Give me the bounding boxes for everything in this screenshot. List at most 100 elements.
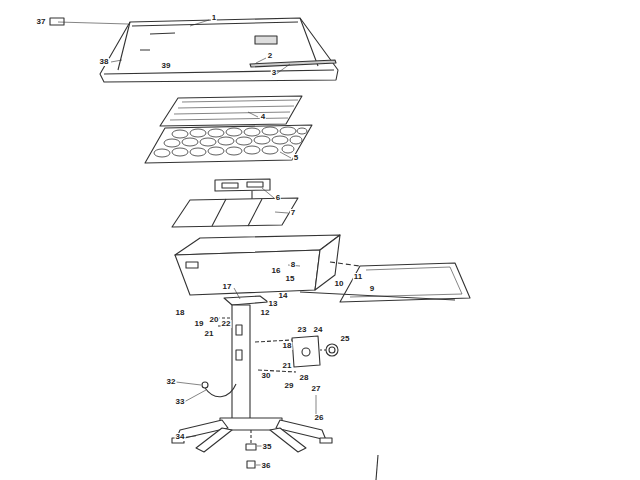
post-window [236, 325, 242, 335]
callout-number: 32 [166, 378, 177, 386]
drawing-part [208, 147, 224, 155]
callout-number: 34 [175, 433, 186, 441]
drawing-part [272, 136, 288, 144]
callout-number: 1 [211, 14, 217, 22]
base-leg [270, 428, 306, 452]
drawing-part [244, 146, 260, 154]
callout-number: 21 [282, 362, 293, 370]
leader-line [58, 20, 316, 465]
callout-number: 8 [290, 261, 296, 269]
drawing-part [262, 127, 278, 135]
base-cap [247, 461, 255, 468]
grid-divider [212, 199, 262, 226]
callout-number: 39 [161, 62, 172, 70]
drawing-part [164, 139, 180, 147]
drawing-part [208, 129, 224, 137]
firebox-front [175, 250, 320, 295]
drawing-part [254, 136, 270, 144]
support-post [232, 305, 250, 420]
drawing-part [172, 130, 188, 138]
callout-number: 12 [260, 309, 271, 317]
post-window [236, 350, 242, 360]
callout-number: 22 [221, 320, 232, 328]
callout-number: 11 [353, 273, 363, 281]
drawing-part [226, 147, 242, 155]
lava-rocks [154, 127, 307, 157]
lid [100, 18, 338, 82]
callout-number: 2 [267, 52, 273, 60]
drawing-part [154, 149, 170, 157]
callout-number: 21 [204, 330, 215, 338]
callout-number: 33 [175, 398, 186, 406]
firebox-slot [186, 262, 198, 268]
grill-parts [50, 18, 470, 480]
callout-number: 19 [194, 320, 205, 328]
drawing-part [236, 137, 252, 145]
drawing-part [226, 128, 242, 136]
drawing-part [262, 146, 278, 154]
callout-number: 5 [293, 154, 299, 162]
igniter [202, 382, 208, 388]
callout-number: 18 [282, 342, 293, 350]
callout-number: 14 [278, 292, 289, 300]
burner [215, 179, 270, 191]
callout-number: 38 [99, 58, 110, 66]
callout-number: 17 [222, 283, 233, 291]
valve-bracket [292, 336, 320, 367]
shelf-rod [300, 292, 455, 300]
control-knob [326, 344, 338, 356]
callout-number: 29 [284, 382, 295, 390]
knob-center [329, 347, 335, 353]
lid-handle [250, 60, 336, 67]
callout-number: 13 [268, 300, 279, 308]
callout-number: 27 [311, 385, 322, 393]
callout-number: 18 [175, 309, 186, 317]
lid-detail [140, 33, 175, 50]
drawing-part [190, 129, 206, 137]
drawing-part [244, 128, 260, 136]
lid-plate [255, 36, 277, 44]
callout-number: 30 [261, 372, 272, 380]
callout-number: 23 [297, 326, 308, 334]
base-foot [320, 438, 332, 443]
base-fastener [246, 444, 256, 450]
callout-number: 20 [209, 316, 220, 324]
burner-ports [222, 182, 263, 188]
drawing-part [282, 145, 294, 153]
side-shelf [340, 263, 470, 302]
drawing-part [280, 127, 296, 135]
callout-number: 36 [261, 462, 272, 470]
clip-part [50, 18, 64, 25]
assembly-line [320, 349, 326, 350]
callout-number: 35 [262, 443, 273, 451]
valve-hole [302, 348, 310, 356]
callout-number: 28 [299, 374, 310, 382]
callout-number: 4 [260, 113, 266, 121]
rock-grate [145, 125, 312, 163]
stray-mark [376, 455, 378, 480]
callout-number: 24 [313, 326, 324, 334]
drawing-part [218, 137, 234, 145]
callout-number: 7 [290, 209, 296, 217]
callout-number: 26 [314, 414, 325, 422]
post-plate [224, 296, 268, 305]
callout-number: 9 [369, 285, 375, 293]
drawing-part [182, 138, 198, 146]
callout-number: 15 [285, 275, 296, 283]
drawing-part [190, 148, 206, 156]
base-leg [196, 428, 232, 452]
callout-number: 16 [271, 267, 282, 275]
drawing-part [200, 138, 216, 146]
cooking-grate [160, 96, 302, 126]
assembly-line [250, 430, 251, 443]
callout-number: 37 [36, 18, 47, 26]
drawing-part [297, 128, 307, 134]
assembly-line [330, 262, 360, 266]
shelf-rim [350, 267, 462, 297]
callout-number: 6 [275, 194, 281, 202]
callout-number: 25 [340, 335, 351, 343]
drawing-part [290, 136, 302, 144]
